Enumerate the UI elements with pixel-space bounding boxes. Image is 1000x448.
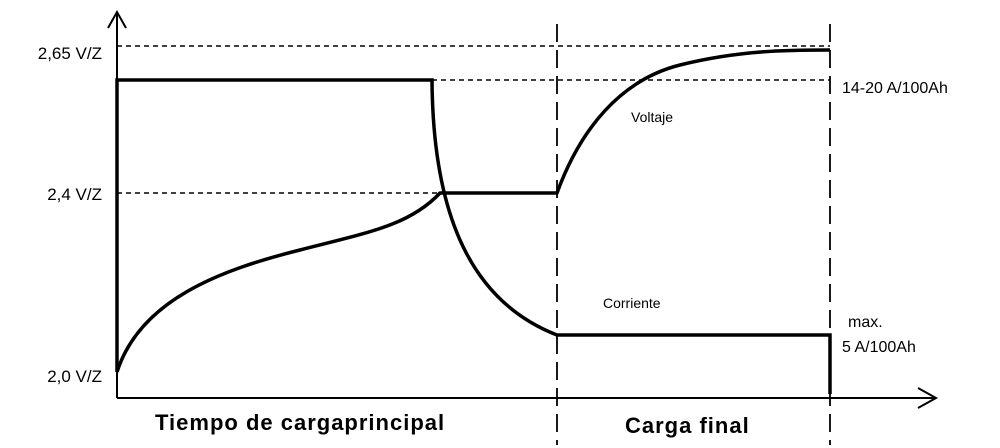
current-final-label-line1: max. xyxy=(848,314,883,331)
y-label-24: 2,4 V/Z xyxy=(47,185,102,204)
y-label-20: 2,0 V/Z xyxy=(47,367,102,386)
current-label: Corriente xyxy=(603,295,661,311)
y-axis-arrow xyxy=(107,9,127,29)
y-label-265: 2,65 V/Z xyxy=(38,44,102,63)
phase-final-label: Carga final xyxy=(625,413,750,438)
voltage-label: Voltaje xyxy=(631,109,673,125)
current-final-label-line2: 5 A/100Ah xyxy=(842,339,916,356)
phase-main-label: Tiempo de cargaprincipal xyxy=(155,410,445,435)
current-curve xyxy=(115,78,832,394)
voltage-curve xyxy=(115,48,831,373)
x-axis-arrow xyxy=(917,387,939,409)
current-initial-label: 14-20 A/100Ah xyxy=(842,80,948,97)
